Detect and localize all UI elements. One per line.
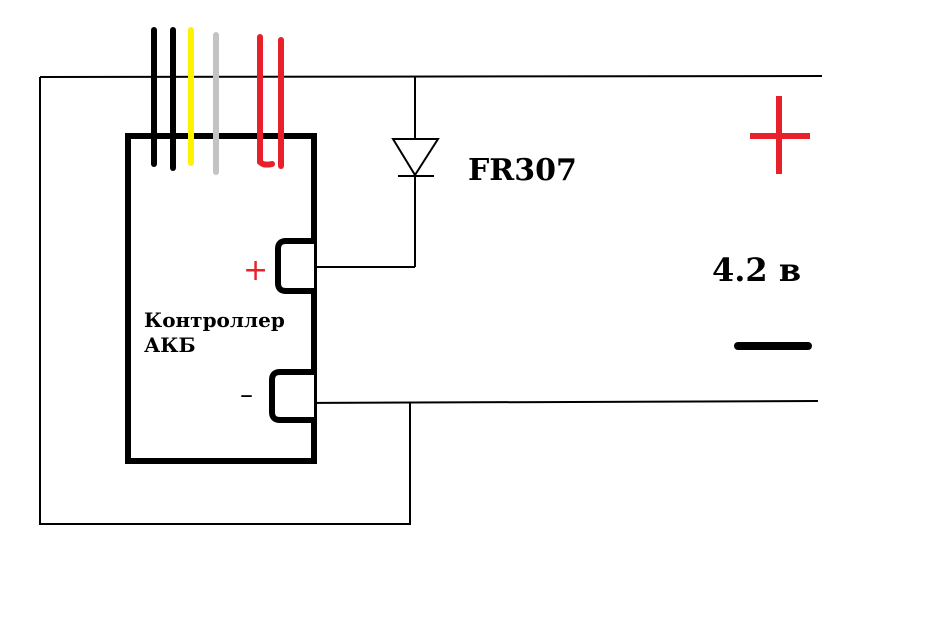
controller-label-line2: АКБ: [144, 333, 196, 357]
diode-label: FR307: [468, 153, 577, 188]
controller-minus-terminal: [269, 369, 314, 423]
outer-loop-wire: [39, 77, 411, 525]
red-wire-1: [257, 34, 275, 168]
terminal-plus-label: +: [243, 253, 268, 288]
battery-plus-sign: [750, 96, 810, 174]
controller-label-line1: Контроллер: [144, 308, 285, 332]
terminal-minus-label: –: [240, 380, 253, 410]
controller-plus-terminal: [275, 238, 314, 294]
minus-terminal-wire: [295, 400, 819, 404]
voltage-label: 4.2 в: [712, 251, 801, 289]
controller-wire-bundle: [151, 27, 284, 175]
top-wire: [39, 75, 823, 78]
diode-symbol: [391, 138, 440, 177]
